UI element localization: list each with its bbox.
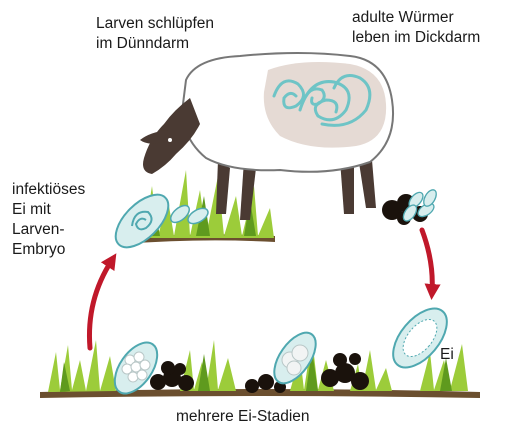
label-infective-egg: infektiöses Ei mit Larven- Embryo — [12, 180, 85, 260]
label-larvae-hatch: Larven schlüpfen im Dünndarm — [96, 14, 214, 54]
feces-icon — [150, 353, 369, 393]
arrow-icon — [422, 230, 432, 292]
arrow-icon — [89, 260, 112, 348]
sheep-icon — [140, 53, 393, 220]
label-egg: Ei — [440, 345, 454, 365]
label-egg-stages: mehrere Ei-Stadien — [176, 407, 310, 427]
label-adult-worms: adulte Würmer leben im Dickdarm — [352, 8, 480, 48]
